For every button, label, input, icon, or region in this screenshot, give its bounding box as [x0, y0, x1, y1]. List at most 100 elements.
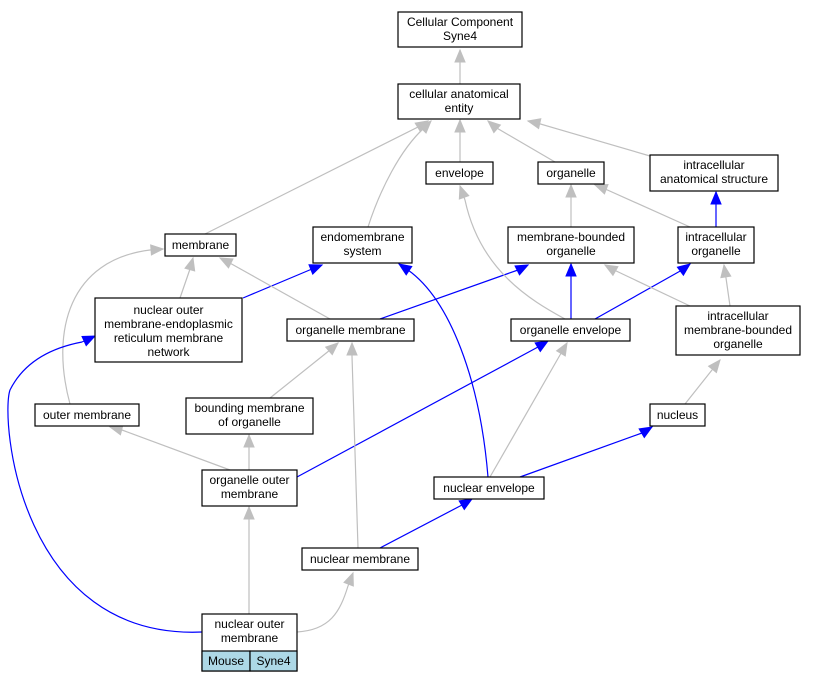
node-label-line: nuclear envelope	[443, 481, 535, 495]
edge-nomer-to-membrane-arrowhead	[184, 256, 196, 272]
graph-nodes: Cellular Component Syne4 cellular anatom…	[34, 11, 801, 672]
node-intracellular-membrane-bounded-organelle[interactable]: intracellular membrane-bounded organelle	[675, 305, 801, 356]
edge-organelle-to-cae	[494, 126, 556, 163]
node-label-line: membrane-endoplasmic	[104, 317, 233, 331]
edge-nucmem-part-of-nucenv	[379, 504, 463, 549]
edge-imbo-to-io-arrowhead	[720, 263, 732, 279]
annotation-gene-cell: Syne4	[249, 650, 298, 672]
node-cellular-component[interactable]: Cellular Component Syne4	[397, 11, 523, 48]
edge-nucleus-to-imbo-arrowhead	[707, 358, 721, 374]
node-label-line: membrane	[221, 487, 279, 501]
node-nuclear-outer-membrane-er-membrane-network[interactable]: nuclear outer membrane-endoplasmic retic…	[94, 297, 243, 363]
node-label-line: anatomical structure	[660, 172, 768, 186]
node-label-line: nuclear outer	[133, 303, 203, 317]
node-membrane-bounded-organelle[interactable]: membrane-bounded organelle	[507, 226, 635, 264]
node-label-line: membrane-bounded	[517, 230, 625, 244]
edge-bmo-to-orgmem-arrowhead	[324, 342, 339, 356]
edge-oom-to-bmo-arrowhead	[243, 433, 255, 448]
node-organelle-membrane[interactable]: organelle membrane	[286, 318, 415, 342]
node-label-line: organelle	[691, 244, 741, 258]
node-label-line: system	[343, 244, 381, 258]
edge-nomer-part-of-endomembrane	[242, 268, 313, 299]
node-nuclear-membrane[interactable]: nuclear membrane	[301, 547, 419, 571]
edge-orgenv-part-of-io	[594, 269, 683, 320]
edge-nomer-to-membrane	[179, 268, 191, 299]
edge-nom-to-oom-arrowhead	[243, 505, 255, 520]
annotation-species-label: Mouse	[208, 654, 244, 668]
edge-oom-part-of-orgenv	[296, 346, 539, 478]
edge-nom-to-nucmem	[296, 585, 349, 633]
node-envelope[interactable]: envelope	[425, 161, 494, 185]
edge-nom-to-nucmem-arrowhead	[343, 571, 354, 587]
edge-endomembrane-to-cae	[367, 127, 425, 228]
edge-orgmem-to-membrane	[227, 261, 331, 320]
edge-nucmem-to-orgmem-arrowhead	[346, 341, 358, 356]
node-membrane[interactable]: membrane	[164, 233, 237, 257]
edge-ias-to-cae-arrowhead	[526, 118, 542, 130]
edge-outermem-to-membrane-arrowhead	[150, 244, 165, 256]
node-label-line: organelle outer	[209, 473, 289, 487]
node-label-line: bounding membrane	[194, 401, 304, 415]
edge-imbo-to-mbo-arrowhead	[603, 264, 619, 277]
edge-nucenv-part-of-endomembrane-arrowhead	[397, 263, 413, 276]
edge-nucmem-part-of-nucenv-arrowhead	[458, 498, 474, 511]
node-label-line: organelle	[713, 337, 763, 351]
node-organelle-outer-membrane[interactable]: organelle outer membrane	[201, 469, 298, 507]
annotation-species-cell: Mouse	[201, 650, 251, 672]
node-label-line: of organelle	[218, 415, 281, 429]
edge-cae-to-root-arrowhead	[454, 48, 466, 63]
annotation-gene-label: Syne4	[256, 654, 290, 668]
edge-imbo-to-mbo	[611, 268, 691, 307]
node-label-line: membrane	[221, 631, 279, 645]
node-label-line: reticulum membrane	[114, 331, 224, 345]
node-label-line: cellular anatomical	[409, 87, 508, 101]
edge-nucenv-part-of-nucleus-arrowhead	[638, 426, 654, 439]
edge-oom-part-of-orgenv-arrowhead	[534, 340, 550, 353]
edge-nucenv-part-of-nucleus	[519, 432, 643, 478]
edge-orgmem-part-of-mbo-arrowhead	[514, 264, 530, 276]
node-endomembrane-system[interactable]: endomembrane system	[312, 226, 413, 264]
node-intracellular-anatomical-structure[interactable]: intracellular anatomical structure	[649, 154, 779, 192]
edge-membrane-to-cae	[204, 125, 421, 235]
edge-nom-part-of-nomer-arrowhead	[81, 335, 97, 347]
node-label-line: organelle	[546, 244, 596, 258]
edge-oom-to-outermem	[121, 429, 231, 471]
graph-edges	[7, 48, 732, 633]
edge-orgmem-to-membrane-arrowhead	[218, 257, 234, 269]
edge-outermem-to-membrane	[62, 249, 151, 405]
edge-organelle-to-cae-arrowhead	[487, 120, 502, 134]
node-label-line: intracellular	[685, 230, 746, 244]
node-label-line: endomembrane	[320, 230, 404, 244]
node-cellular-anatomical-entity[interactable]: cellular anatomical entity	[397, 83, 521, 120]
node-label-line: organelle envelope	[520, 323, 622, 337]
node-label-line: Cellular Component	[407, 15, 514, 29]
node-label-line: nucleus	[657, 408, 698, 422]
edge-nucenv-to-orgenv	[489, 354, 561, 478]
node-label-line: nuclear membrane	[310, 552, 410, 566]
node-nuclear-envelope[interactable]: nuclear envelope	[433, 476, 545, 500]
edge-orgenv-to-envelope	[464, 199, 566, 320]
edge-envelope-to-cae-arrowhead	[454, 118, 466, 133]
node-nucleus[interactable]: nucleus	[649, 403, 706, 427]
node-label-line: Syne4	[443, 29, 477, 43]
edge-mbo-to-organelle-arrowhead	[565, 183, 577, 198]
node-nuclear-outer-membrane[interactable]: nuclear outer membrane Mouse Syne4	[201, 613, 298, 672]
edge-nomer-part-of-endomembrane-arrowhead	[308, 264, 324, 275]
edge-nucenv-to-orgenv-arrowhead	[555, 341, 568, 357]
node-label-line: envelope	[435, 166, 484, 180]
edge-nom-part-of-nomer	[7, 341, 203, 633]
edge-nucmem-to-orgmem	[351, 355, 359, 549]
node-label-line: intracellular	[707, 309, 768, 323]
node-bounding-membrane-of-organelle[interactable]: bounding membrane of organelle	[185, 397, 314, 435]
edge-nucenv-part-of-endomembrane	[407, 269, 489, 478]
edge-io-to-organelle	[602, 187, 691, 228]
node-intracellular-organelle[interactable]: intracellular organelle	[677, 226, 755, 264]
node-organelle[interactable]: organelle	[537, 161, 605, 185]
edge-orgenv-to-envelope-arrowhead	[458, 184, 470, 200]
edge-orgenv-part-of-mbo-arrowhead	[565, 262, 577, 277]
node-organelle-envelope[interactable]: organelle envelope	[510, 318, 631, 342]
node-label-line: membrane	[172, 238, 230, 252]
edge-orgmem-part-of-mbo	[379, 269, 519, 320]
node-outer-membrane[interactable]: outer membrane	[34, 403, 140, 427]
